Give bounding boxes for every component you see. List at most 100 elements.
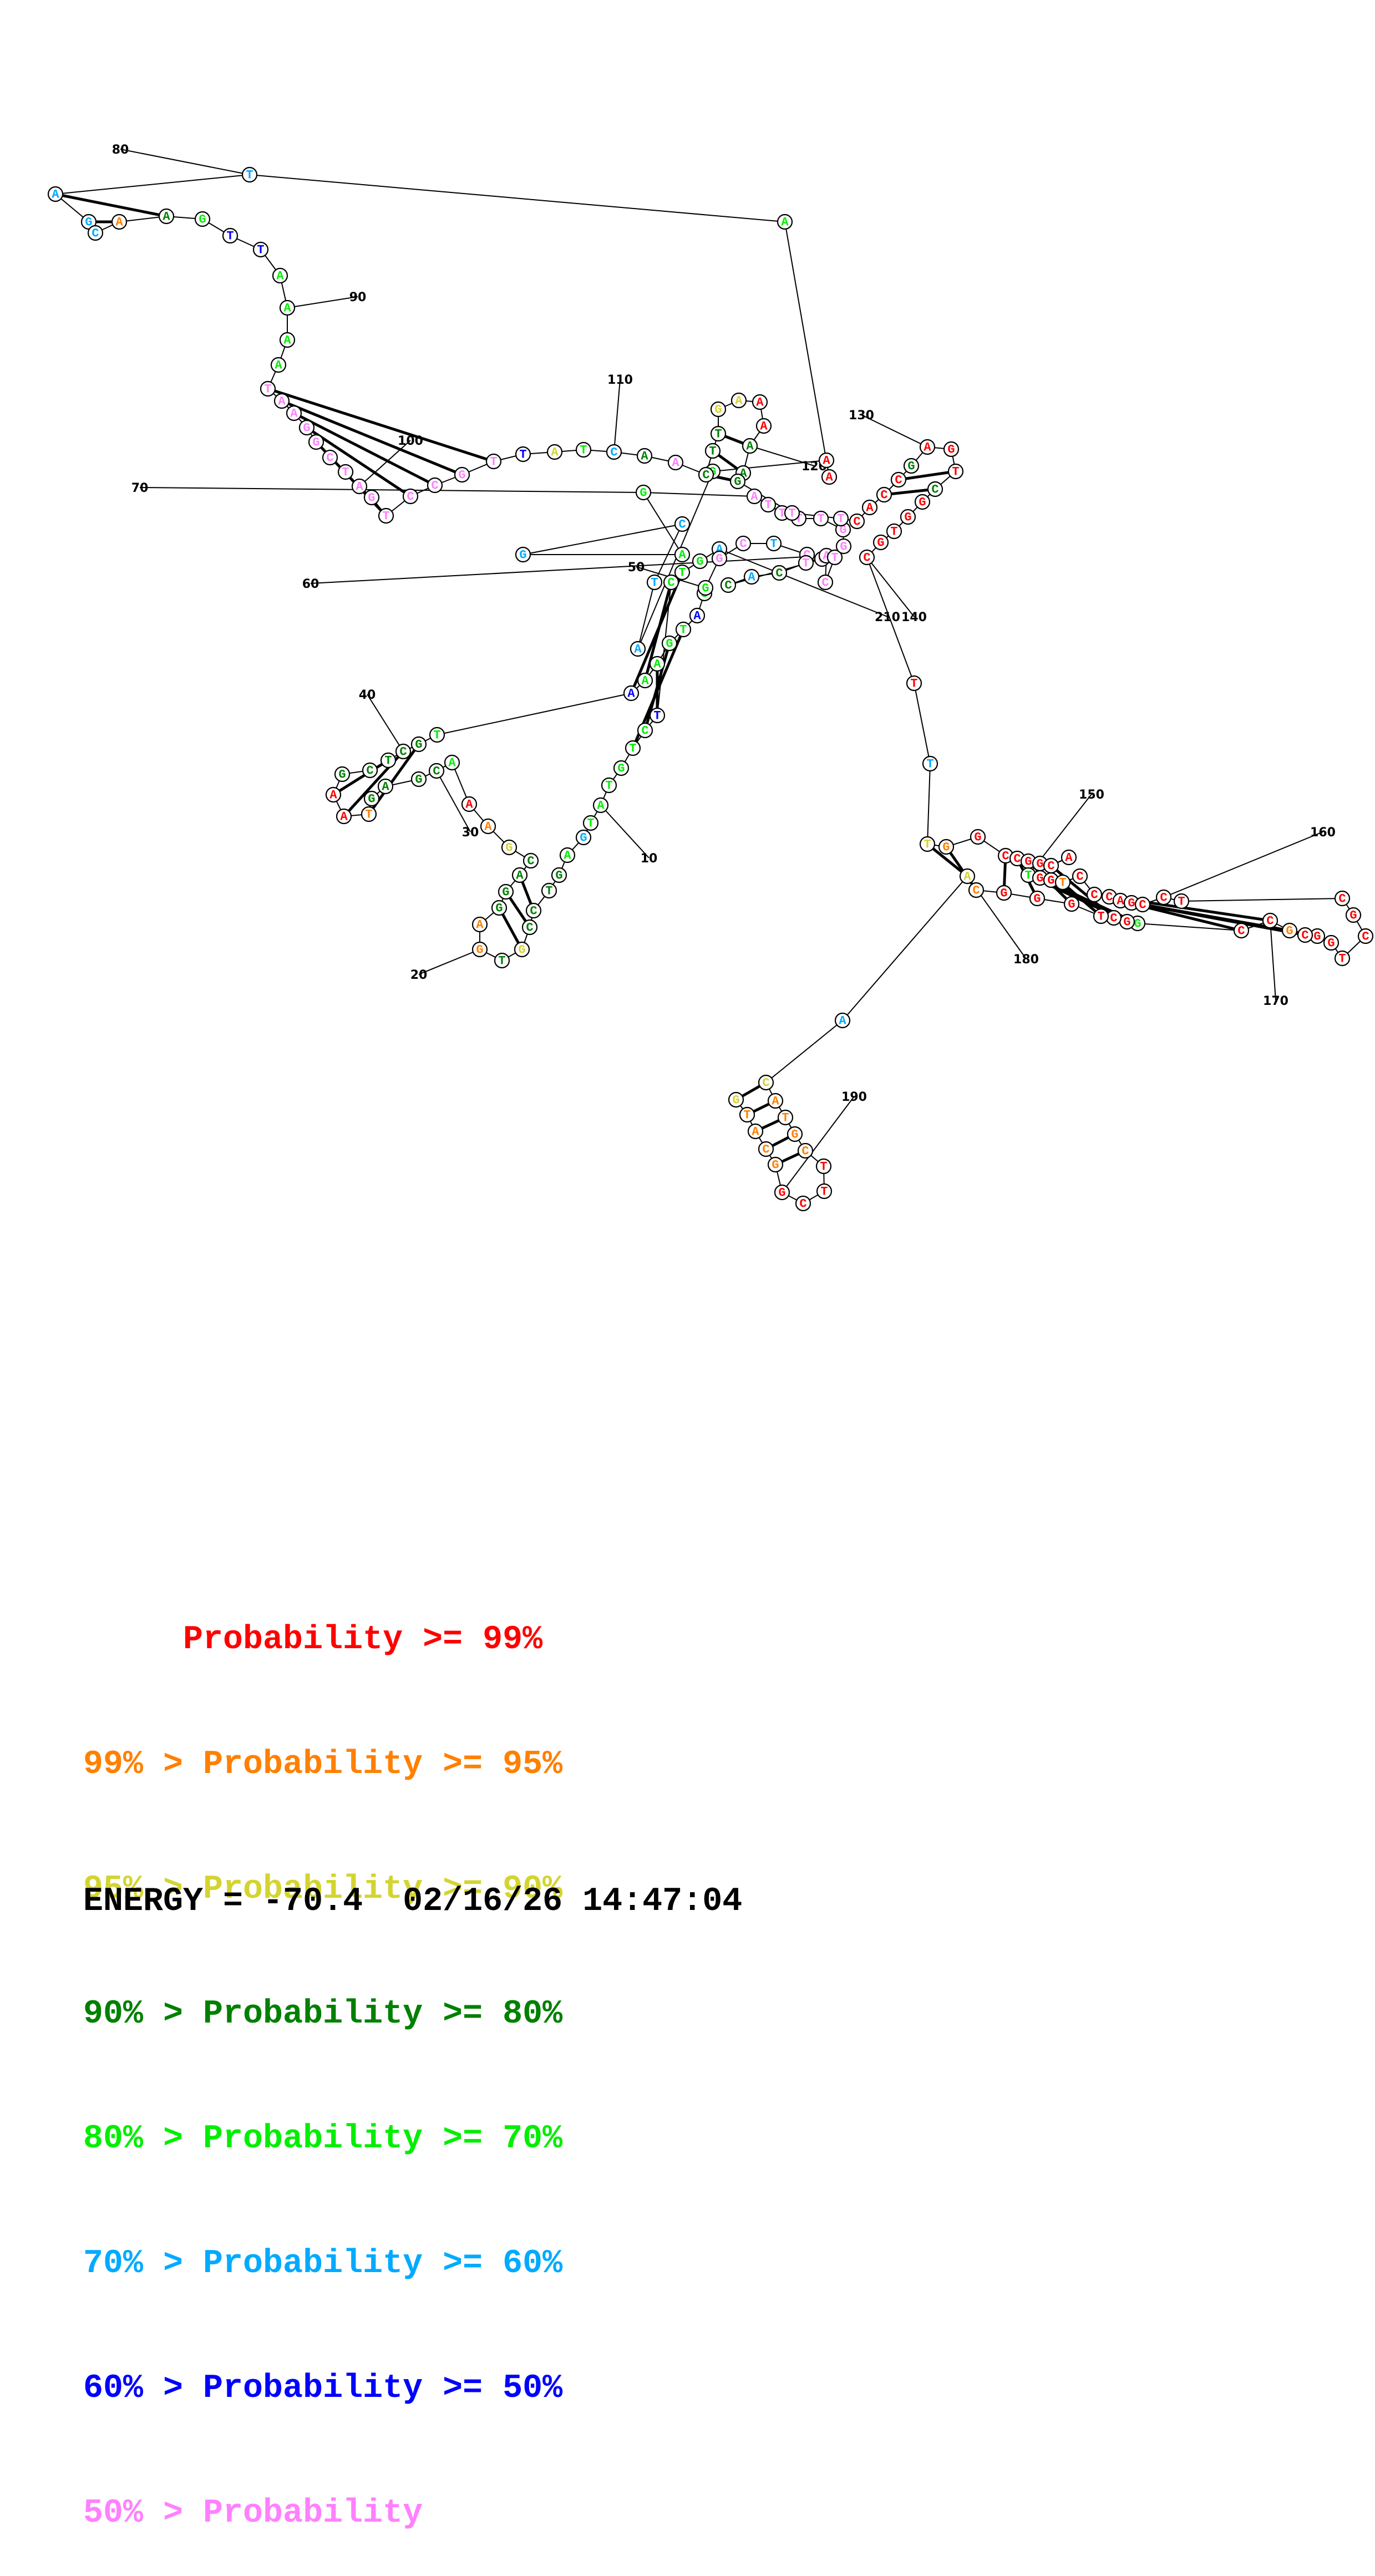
position-label: 150 <box>1079 788 1104 802</box>
nucleotide-letter: A <box>465 798 473 812</box>
nucleotide: T <box>1334 950 1351 967</box>
nucleotide-letter: A <box>627 687 635 701</box>
nucleotide: T <box>241 166 258 183</box>
nucleotide-circle <box>886 523 902 540</box>
position-tick-line <box>139 487 644 493</box>
nucleotide-letter: G <box>919 496 926 510</box>
position-label: 80 <box>112 143 129 157</box>
nucleotide-circle <box>774 1184 790 1201</box>
nucleotide-letter: C <box>739 537 747 551</box>
nucleotide: G <box>711 550 728 567</box>
backbone-segment <box>1137 923 1242 931</box>
nucleotide-letter: A <box>597 799 605 813</box>
nucleotide-letter: G <box>907 460 915 474</box>
nucleotide-letter: C <box>1237 924 1245 938</box>
nucleotide: G <box>943 441 960 458</box>
nucleotide-circle <box>777 1109 794 1126</box>
nucleotide-letter: T <box>820 1160 827 1174</box>
backbone-layer <box>55 174 1366 1204</box>
nucleotide: G <box>996 885 1012 901</box>
nucleotide-circle <box>849 513 865 530</box>
nucleotide-letter: C <box>801 1145 809 1159</box>
nucleotide-circle <box>461 796 478 812</box>
nucleotide-letter: T <box>519 448 526 462</box>
nucleotide: C <box>968 882 985 898</box>
nucleotide-circle <box>111 214 128 230</box>
nucleotide-letter: G <box>974 831 981 845</box>
nucleotide-letter: C <box>1301 929 1308 943</box>
nucleotide-letter: T <box>709 445 716 459</box>
nucleotide: T <box>833 510 849 527</box>
nucleotide: T <box>625 740 641 756</box>
nucleotide: C <box>1072 868 1088 885</box>
nucleotide-letter: A <box>963 870 971 884</box>
nucleotide: T <box>380 752 397 769</box>
nucleotide-circle <box>835 538 852 555</box>
nucleotide-letter: T <box>764 499 772 512</box>
nucleotide-circle <box>834 1012 851 1029</box>
nucleotide: A <box>767 1093 784 1109</box>
nucleotide: A <box>273 393 290 409</box>
nucleotide-circle <box>914 494 931 510</box>
nucleotide: A <box>637 672 653 689</box>
nucleotide: C <box>997 847 1014 864</box>
nucleotide: A <box>272 267 288 284</box>
nucleotide: T <box>674 564 691 581</box>
nucleotide-letter: T <box>1024 869 1032 883</box>
nucleotide-circle <box>674 564 691 581</box>
backbone-segment <box>637 471 713 649</box>
nucleotide: C <box>758 1074 774 1091</box>
nucleotide-letter: G <box>476 943 483 957</box>
position-label: 170 <box>1263 994 1288 1008</box>
position-tick-line <box>749 445 815 466</box>
position-label: 210 <box>875 611 900 624</box>
nucleotide-letter: A <box>641 674 649 688</box>
nucleotide-circle <box>1093 908 1109 924</box>
nucleotide-letter: A <box>356 480 363 494</box>
nucleotide-letter: C <box>1160 891 1167 905</box>
position-tick-line <box>782 1096 855 1193</box>
nucleotide-letter: C <box>433 765 440 779</box>
nucleotide-circle <box>818 452 835 469</box>
nucleotide-letter: C <box>1047 860 1054 873</box>
nucleotide-circle <box>410 736 427 753</box>
nucleotide-circle <box>279 299 296 316</box>
nucleotide: T <box>541 882 557 899</box>
nucleotide-letter: T <box>1059 876 1066 890</box>
nucleotide-circle <box>525 902 542 919</box>
nucleotide-circle <box>630 641 646 657</box>
nucleotide-circle <box>279 332 296 348</box>
nucleotide-circle <box>515 446 531 463</box>
nucleotide-circle <box>47 186 64 202</box>
nucleotide-circle <box>938 839 955 855</box>
nucleotide: A <box>821 469 838 485</box>
nucleotide-letter: A <box>283 302 291 316</box>
nucleotide-circle <box>1262 912 1278 929</box>
nucleotide: C <box>1009 850 1026 867</box>
nucleotide-circle <box>222 227 239 244</box>
nucleotide: G <box>334 766 351 783</box>
base-pair-bond <box>267 387 494 463</box>
nucleotide-circle <box>813 510 829 527</box>
position-label: 190 <box>841 1090 867 1104</box>
nucleotide-circle <box>498 883 514 900</box>
nucleotide-letter: G <box>696 555 703 569</box>
nucleotide-circle <box>765 535 782 552</box>
nucleotide-circle <box>919 439 936 455</box>
nucleotide-letter: C <box>1362 930 1369 944</box>
nucleotide-letter: G <box>415 738 422 752</box>
nucleotide-letter: A <box>641 450 648 464</box>
nucleotide-circle <box>325 786 342 803</box>
nucleotide-letter: G <box>1327 937 1335 951</box>
nucleotide-circle <box>592 797 609 814</box>
position-tick-line <box>719 548 888 617</box>
nucleotide: G <box>970 829 986 845</box>
nucleotide: A <box>818 452 835 469</box>
nucleotide: G <box>1119 913 1135 930</box>
legend-row-90: 95% > Probability >= 90% <box>83 1871 563 1908</box>
nucleotide-letter: A <box>693 609 701 623</box>
nucleotide: T <box>649 707 666 724</box>
position-label: 10 <box>641 852 658 866</box>
nucleotide-letter: A <box>760 420 768 434</box>
nucleotide: G <box>363 489 380 506</box>
